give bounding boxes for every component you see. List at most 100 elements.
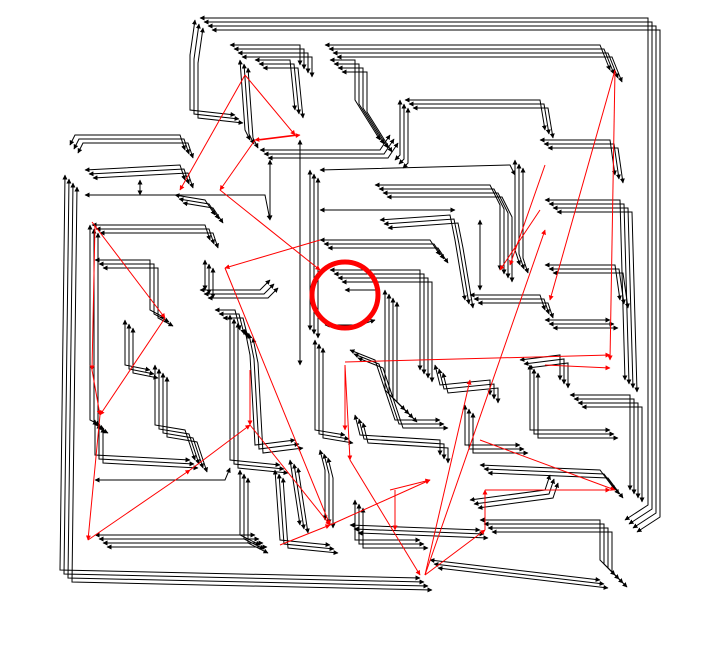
edge (164, 376, 208, 473)
highlight-edge (224, 267, 331, 526)
edge (77, 142, 194, 159)
highlight-edge (85, 414, 101, 541)
edge (320, 347, 354, 445)
edge (491, 529, 628, 588)
edge (527, 364, 611, 433)
edge (207, 23, 657, 529)
edge (318, 449, 328, 521)
edge (197, 27, 244, 125)
edge (262, 65, 306, 119)
edge (544, 262, 622, 301)
highlight-edge (224, 239, 321, 270)
edge (245, 67, 259, 149)
edge (356, 503, 425, 547)
highlight-edge (219, 189, 321, 271)
edge (235, 322, 289, 476)
highlight-edge (87, 469, 191, 541)
edge (237, 469, 261, 546)
highlight-edge (424, 379, 472, 576)
edge (251, 337, 304, 454)
highlight-edge (344, 352, 611, 363)
edge (71, 186, 433, 593)
highlight-edge (548, 69, 616, 301)
highlight-edge (389, 478, 431, 491)
edge (280, 477, 339, 556)
highlight-edge (259, 133, 301, 141)
highlight-edge (344, 364, 353, 461)
edge (100, 427, 199, 471)
edge (73, 138, 190, 155)
edge (535, 372, 619, 441)
edge (95, 232, 109, 434)
highlight-edge (99, 317, 166, 416)
edge (378, 186, 507, 275)
edge (152, 364, 196, 461)
edge (94, 467, 231, 483)
highlight-circle (309, 259, 381, 331)
edge (548, 201, 632, 385)
edge (577, 400, 641, 499)
highlight-edge (91, 369, 102, 416)
edge (466, 408, 525, 452)
highlight-edge (349, 459, 421, 576)
edge (520, 167, 529, 274)
edge (203, 283, 275, 297)
edge (552, 270, 630, 309)
edge (433, 364, 493, 396)
edge (573, 396, 637, 495)
edge (92, 419, 191, 463)
edge (189, 19, 236, 117)
highlight-edge (499, 209, 541, 271)
edge (296, 467, 310, 534)
edge (470, 412, 529, 456)
edge (441, 372, 501, 404)
edge (341, 69, 393, 153)
edge (581, 404, 645, 503)
highlight-edge (244, 74, 296, 136)
edge (477, 482, 559, 510)
highlight-edge (219, 139, 256, 191)
edge (437, 566, 609, 590)
edge (390, 297, 414, 419)
edge (394, 301, 418, 423)
edge (245, 477, 269, 554)
edge (241, 54, 315, 78)
edge (387, 222, 475, 309)
highlight-edge (89, 224, 96, 371)
highlight-edge (424, 529, 486, 576)
edge (433, 562, 605, 586)
edge (539, 137, 617, 176)
edge (263, 138, 395, 157)
highlight-edge (329, 479, 431, 526)
edge (327, 245, 449, 264)
edge (386, 194, 515, 283)
edge (88, 168, 190, 185)
highlight-edge (279, 524, 331, 546)
edge (207, 287, 279, 301)
edge (544, 197, 628, 381)
highlight-edge (424, 229, 546, 576)
edge (531, 368, 615, 437)
highlight-edge (509, 164, 546, 266)
edge (193, 23, 240, 121)
edge (547, 145, 625, 184)
edge (214, 307, 242, 331)
edge (527, 362, 571, 389)
highlight-edge (249, 424, 331, 526)
edge (548, 266, 626, 305)
edge (360, 507, 429, 551)
edge (95, 226, 215, 245)
edge (319, 164, 516, 176)
edge (323, 241, 445, 260)
highlight-edge (179, 74, 246, 191)
edge (130, 327, 159, 380)
edge (519, 354, 563, 381)
edge (102, 265, 174, 327)
edge (218, 311, 246, 335)
edge (222, 315, 250, 339)
edge (336, 54, 623, 83)
edge (92, 172, 194, 189)
edge (357, 357, 449, 431)
black-edges (59, 15, 661, 593)
